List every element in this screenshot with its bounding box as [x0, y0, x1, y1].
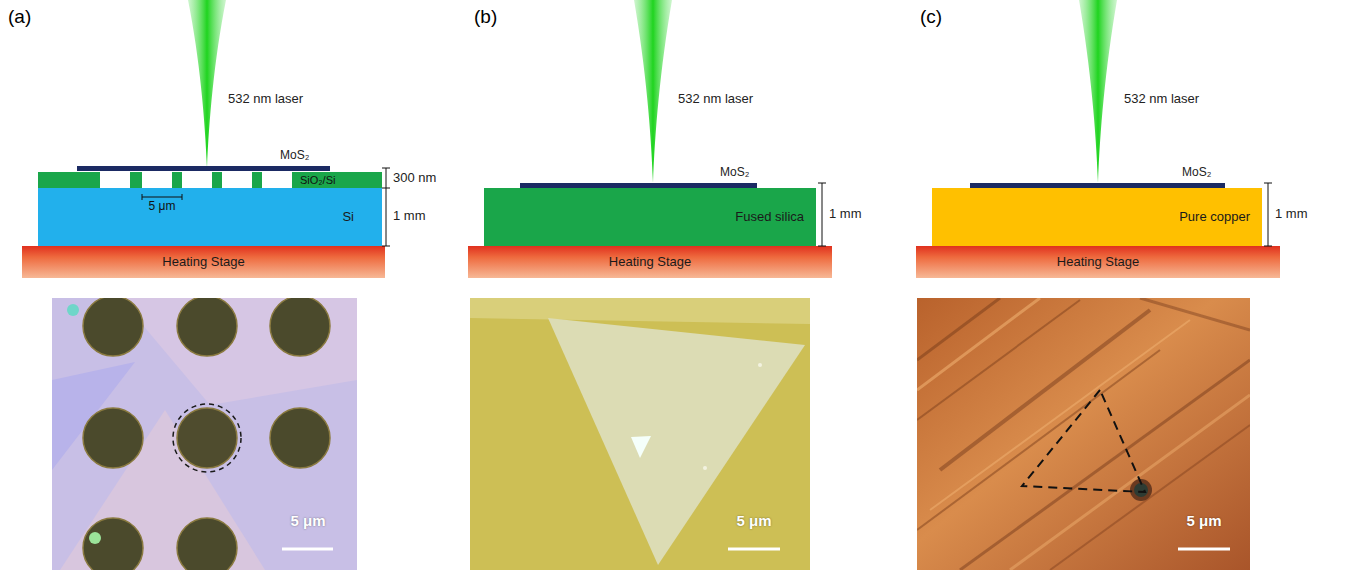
scale-bar-label: 5 μm — [1186, 512, 1221, 529]
scale-bar — [728, 548, 780, 551]
laser-beam — [1079, 0, 1117, 183]
node-text: Si — [342, 210, 354, 225]
oxide-layer — [38, 172, 382, 188]
dimension-label: 1 mm — [1275, 207, 1308, 222]
speck — [67, 304, 79, 316]
dimension-bracket — [382, 168, 390, 246]
hole — [262, 172, 292, 188]
substrate-box-fill — [484, 188, 816, 246]
copper-texture — [1140, 298, 1250, 330]
micrograph-ground — [917, 298, 1250, 570]
material-label: MoS₂ — [280, 149, 309, 163]
hole — [177, 298, 237, 356]
hole — [182, 172, 212, 188]
dashed-circle — [173, 404, 241, 472]
copper-texture — [1010, 395, 1250, 570]
node-shapes — [22, 188, 1280, 278]
copper-texture — [917, 350, 1160, 530]
copper-texture — [917, 300, 1080, 420]
hole — [83, 408, 143, 468]
heating-stage: Heating Stage — [22, 246, 385, 278]
heating-stage: Heating Stage — [916, 246, 1280, 278]
speck — [89, 532, 101, 544]
speck — [758, 363, 762, 367]
hole — [270, 408, 330, 468]
scale-bar — [1178, 548, 1230, 551]
laser-label: 532 nm laser — [1124, 92, 1199, 107]
micrograph — [52, 298, 357, 570]
hole — [100, 172, 130, 188]
node-text: Heating Stage — [609, 255, 691, 270]
copper-texture — [930, 320, 1190, 510]
hole — [142, 172, 172, 188]
hole — [177, 518, 237, 570]
heating-stage-fill — [468, 246, 832, 278]
substrate-box: Si — [38, 188, 382, 246]
laser-label: 532 nm laser — [228, 92, 303, 107]
hole — [177, 408, 237, 468]
substrate-box-fill — [38, 188, 382, 246]
dashed-triangle — [1022, 390, 1145, 492]
hole — [270, 298, 330, 356]
dimension-bracket — [818, 183, 826, 246]
material-label: MoS₂ — [1182, 166, 1211, 180]
micrograph — [917, 298, 1250, 570]
laser-beam — [188, 0, 226, 168]
hole — [222, 172, 252, 188]
heating-stage: Heating Stage — [468, 246, 832, 278]
substrate-box: Pure copper — [932, 188, 1262, 246]
flake — [470, 298, 810, 324]
copper-texture — [917, 298, 1000, 360]
material-label: MoS₂ — [720, 166, 749, 180]
panel-label: (c) — [920, 6, 942, 28]
copper-texture — [917, 298, 1040, 390]
flake — [631, 436, 651, 458]
node-text: Heating Stage — [1057, 255, 1139, 270]
scale-bar-label: 5 μm — [736, 512, 771, 529]
node-text: Fused silica — [735, 210, 804, 225]
flake — [548, 318, 805, 565]
heating-stage-fill — [916, 246, 1280, 278]
speck — [703, 466, 707, 470]
node-text: Heating Stage — [162, 255, 244, 270]
substrate-box: Fused silica — [484, 188, 816, 246]
hole — [83, 518, 143, 570]
copper-texture — [940, 310, 1150, 470]
dimension-label: 5 μm — [149, 200, 176, 214]
panel-label: (b) — [474, 6, 497, 28]
scale-bar — [282, 548, 333, 551]
dark-spot — [1134, 483, 1148, 497]
dimension-label: 1 mm — [829, 207, 862, 222]
dimension-bracket — [1264, 183, 1272, 246]
node-text: Pure copper — [1179, 210, 1250, 225]
laser-label: 532 nm laser — [678, 92, 753, 107]
copper-texture — [1050, 425, 1250, 570]
substrate-box-fill — [932, 188, 1262, 246]
heating-stage-fill — [22, 246, 385, 278]
panel-label: (a) — [8, 6, 31, 28]
dimension-label: 1 mm — [393, 209, 426, 224]
laser-beam — [634, 0, 672, 183]
mos2-film — [970, 183, 1225, 188]
scale-bar-label: 5 μm — [290, 512, 325, 529]
material-label: SiO₂/Si — [300, 172, 335, 188]
hole — [83, 298, 143, 356]
micrograph-ground — [470, 298, 810, 570]
mos2-film — [77, 166, 330, 171]
micrograph — [470, 298, 810, 570]
copper-texture — [960, 360, 1250, 570]
dimension-label: 300 nm — [393, 171, 436, 186]
mos2-film — [520, 183, 757, 188]
